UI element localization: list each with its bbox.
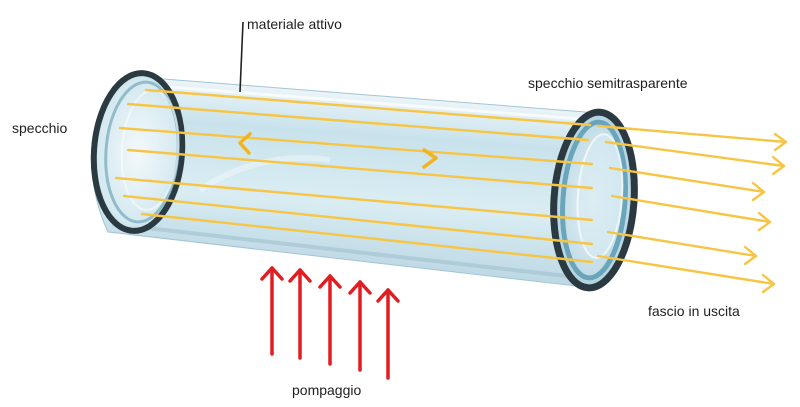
output-beam [604, 140, 786, 176]
output-beam [596, 254, 776, 294]
internal-beams [114, 88, 594, 264]
output-beam-label: fascio in uscita [648, 303, 740, 319]
arrow-up-icon [348, 280, 372, 372]
arrow-right-icon [761, 273, 776, 294]
active-material-leader [239, 21, 244, 93]
internal-beam [114, 176, 594, 222]
arrow-up-icon [376, 288, 400, 380]
output-beam [610, 194, 772, 232]
arrow-right-icon [771, 155, 786, 176]
arrow-up-icon [260, 266, 284, 356]
tube-inner-reflection [198, 155, 331, 193]
tube-bottom-shade [111, 222, 593, 281]
semi-mirror-end [550, 108, 638, 292]
arrow-up-icon [288, 268, 312, 360]
tube-top-highlight [129, 82, 595, 122]
arrow-right-icon [751, 181, 766, 202]
arrow-up-icon [318, 274, 342, 366]
output-beam [596, 124, 788, 152]
chevron-left-icon [238, 132, 252, 155]
arrow-right-icon [773, 132, 788, 152]
internal-beam [144, 88, 592, 127]
chevron-right-icon [422, 148, 438, 169]
output-beam [606, 230, 758, 266]
arrow-right-icon [757, 211, 772, 232]
internal-beam [126, 148, 594, 190]
output-beams [596, 124, 788, 294]
arrow-right-icon [743, 245, 758, 266]
mirror-label: specchio [12, 120, 68, 136]
pumping-label: pompaggio [292, 382, 362, 398]
internal-beam [122, 194, 594, 246]
laser-tube [90, 70, 638, 292]
pump-arrows [260, 266, 400, 380]
output-beam [608, 166, 766, 202]
internal-beam [140, 212, 594, 264]
active-material-label: materiale attivo [247, 16, 342, 32]
internal-beam [118, 126, 594, 166]
internal-beam [126, 102, 590, 142]
direction-arrows [238, 132, 438, 169]
semi-mirror-label: specchio semitrasparente [528, 75, 688, 91]
